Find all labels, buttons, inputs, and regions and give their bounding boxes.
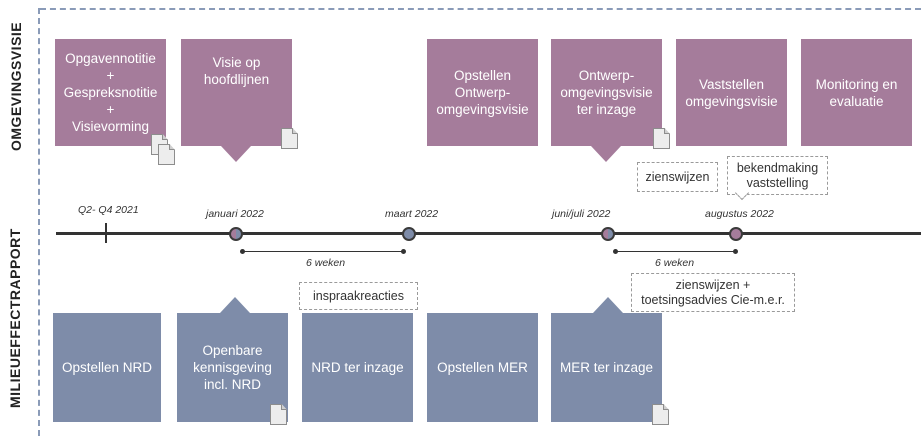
date-label: augustus 2022 xyxy=(705,208,774,220)
box-nrd-ter-inzage: NRD ter inzage xyxy=(302,313,413,422)
box-ontwerp-omgevingsvisie-ter-inzage: Ontwerp- omgevingsvisie ter inzage xyxy=(551,39,662,146)
milestone-dot xyxy=(229,227,243,241)
box-opgavennotitie-text: Opgavennotitie + Gespreksnotitie + Visie… xyxy=(63,51,158,134)
note-zienswijzen-toetsingsadvies: zienswijzen + toetsingsadvies Cie-m.e.r. xyxy=(631,273,795,312)
box-opstellen-ontwerp-omgevingsvisie-text: Opstellen Ontwerp- omgevingsvisie xyxy=(436,68,529,117)
document-icon xyxy=(652,404,669,425)
document-icon xyxy=(653,128,670,149)
duration-span xyxy=(613,249,738,254)
box-ontwerp-omgevingsvisie-ter-inzage-text: Ontwerp- omgevingsvisie ter inzage xyxy=(560,68,653,117)
callout-pointer xyxy=(221,146,251,162)
section-label-omgevingsvisie: OMGEVINGSVISIE xyxy=(8,21,24,151)
milestone-dot xyxy=(729,227,743,241)
box-vaststellen-omgevingsvisie: Vaststellen omgevingsvisie xyxy=(676,39,787,146)
box-opstellen-mer: Opstellen MER xyxy=(427,313,538,422)
box-opstellen-mer-text: Opstellen MER xyxy=(437,360,528,375)
milestone-dot xyxy=(601,227,615,241)
date-label: juni/juli 2022 xyxy=(552,208,611,220)
date-label: maart 2022 xyxy=(385,208,439,220)
box-mer-ter-inzage-text: MER ter inzage xyxy=(559,360,654,375)
duration-span xyxy=(240,249,406,254)
callout-pointer xyxy=(593,297,623,313)
callout-pointer xyxy=(591,146,621,162)
frame-left-border xyxy=(38,8,40,436)
box-opgavennotitie: Opgavennotitie + Gespreksnotitie + Visie… xyxy=(55,39,166,146)
box-openbare-kennisgeving-text: Openbare kennisgeving incl. NRD xyxy=(193,343,272,392)
timeline-tick xyxy=(105,223,107,243)
note-zienswijzen: zienswijzen xyxy=(637,162,718,192)
duration-label: 6 weken xyxy=(655,257,695,269)
section-label-milieueffectrapport: MILIEUEFFECTRAPPORT xyxy=(7,228,23,408)
box-mer-ter-inzage: MER ter inzage xyxy=(551,313,662,422)
frame-top-border xyxy=(40,8,921,10)
document-icon xyxy=(281,128,298,149)
note-inspraakreacties: inspraakreacties xyxy=(299,282,418,310)
date-label: Q2- Q4 2021 xyxy=(78,204,139,216)
timeline-axis xyxy=(56,232,921,235)
box-openbare-kennisgeving: Openbare kennisgeving incl. NRD xyxy=(177,313,288,422)
box-opstellen-nrd: Opstellen NRD xyxy=(53,313,161,422)
box-vaststellen-omgevingsvisie-text: Vaststellen omgevingsvisie xyxy=(685,76,778,109)
box-monitoring-en-evaluatie-text: Monitoring en evaluatie xyxy=(815,76,898,109)
document-icon xyxy=(158,144,175,165)
note-bekendmaking-vaststelling: bekendmaking vaststelling xyxy=(727,156,828,195)
callout-pointer xyxy=(220,297,250,313)
box-monitoring-en-evaluatie: Monitoring en evaluatie xyxy=(801,39,912,146)
box-opstellen-ontwerp-omgevingsvisie: Opstellen Ontwerp- omgevingsvisie xyxy=(427,39,538,146)
box-visie-op-hoofdlijnen: Visie op hoofdlijnen xyxy=(181,39,292,146)
milestone-dot xyxy=(402,227,416,241)
box-nrd-ter-inzage-text: NRD ter inzage xyxy=(311,360,404,375)
box-opstellen-nrd-text: Opstellen NRD xyxy=(61,360,153,375)
date-label: januari 2022 xyxy=(206,208,264,220)
duration-label: 6 weken xyxy=(306,257,346,269)
document-icon xyxy=(270,404,287,425)
box-visie-op-hoofdlijnen-text: Visie op hoofdlijnen xyxy=(203,54,270,87)
